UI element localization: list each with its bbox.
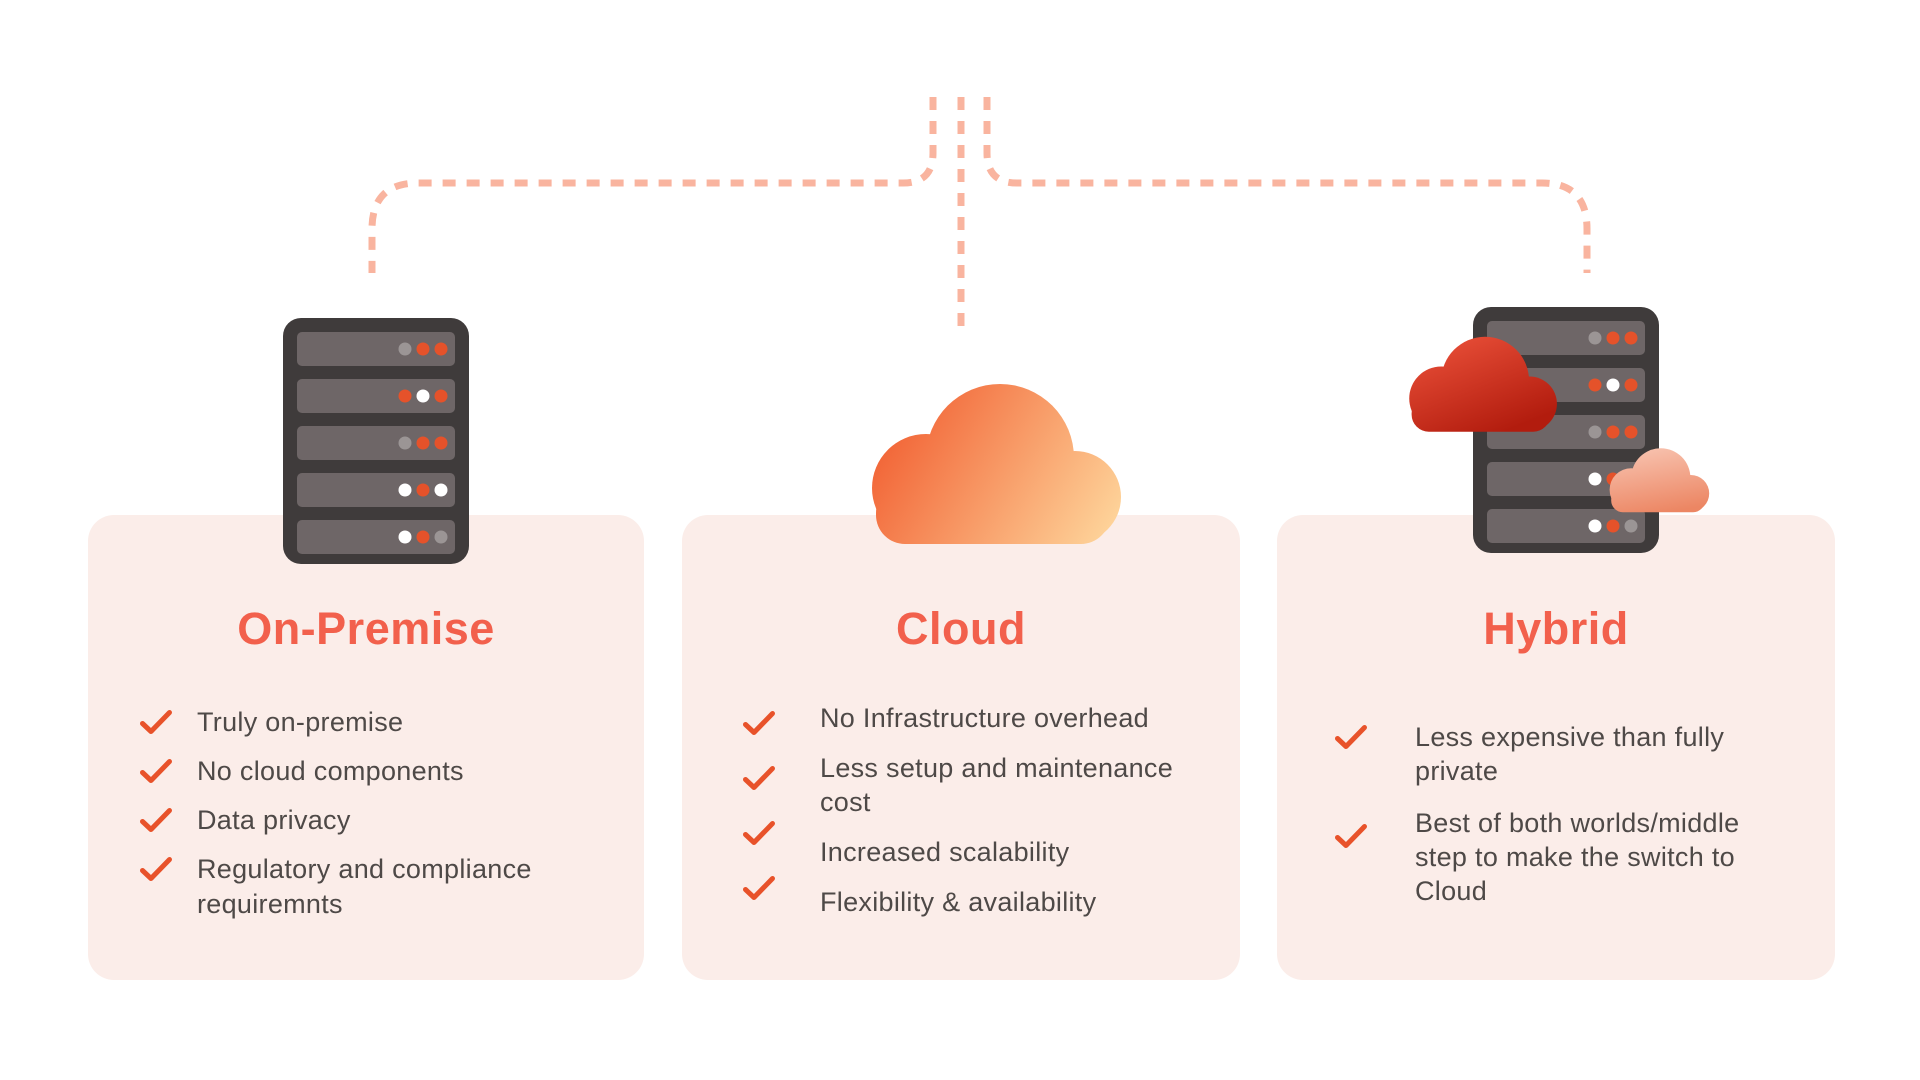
- small-cloud-icon: [1609, 448, 1710, 513]
- list-item: Data privacy: [140, 803, 547, 838]
- check-icon: [743, 711, 775, 735]
- server-icon: [283, 318, 469, 564]
- card-on-premise: On-Premise Truly on-premise No cloud com…: [88, 515, 644, 980]
- check-icon: [140, 710, 172, 734]
- list-item-label: Best of both worlds/middle step to make …: [1415, 808, 1740, 906]
- card-cloud: Cloud No Infrastructure overhead Less se…: [682, 515, 1240, 980]
- list-item-label: Regulatory and compliance requiremnts: [197, 854, 532, 919]
- red-cloud-icon: [1409, 336, 1557, 432]
- connector-left-branch: [368, 97, 937, 273]
- list-item: No cloud components: [140, 754, 547, 789]
- check-icon: [140, 857, 172, 881]
- list-item-label: Increased scalability: [820, 837, 1070, 867]
- list-item-label: Flexibility & availability: [820, 887, 1097, 917]
- list-item: Truly on-premise: [140, 705, 547, 740]
- list-item-label: Data privacy: [197, 805, 351, 835]
- list-item: Less expensive than fully private: [1335, 720, 1775, 788]
- list-item: Regulatory and compliance requiremnts: [140, 852, 547, 922]
- card-title-hybrid: Hybrid: [1483, 603, 1629, 654]
- cloud-feature-list: No Infrastructure overhead Less setup an…: [820, 701, 1210, 919]
- check-icon: [1335, 725, 1367, 749]
- list-item-label: Less setup and maintenance cost: [820, 753, 1174, 817]
- connector-right-branch: [983, 97, 1591, 273]
- cloud-icon: [872, 384, 1121, 544]
- check-icon: [743, 876, 775, 900]
- check-icon: [1335, 824, 1367, 848]
- list-item-label: No cloud components: [197, 756, 464, 786]
- hybrid-feature-list: Less expensive than fully private Best o…: [1335, 720, 1775, 908]
- card-title-cloud: Cloud: [896, 603, 1026, 654]
- list-item-label: No Infrastructure overhead: [820, 703, 1149, 733]
- list-item: Best of both worlds/middle step to make …: [1335, 806, 1775, 908]
- list-item-label: Less expensive than fully private: [1415, 722, 1725, 786]
- card-hybrid: Hybrid Less expensive than fully private…: [1277, 515, 1835, 980]
- check-icon: [743, 766, 775, 790]
- list-item-label: Truly on-premise: [197, 707, 404, 737]
- check-icon: [140, 808, 172, 832]
- check-icon: [743, 821, 775, 845]
- cloud-check-column: [743, 706, 775, 900]
- card-title-on-premise: On-Premise: [237, 603, 495, 654]
- check-icon: [140, 759, 172, 783]
- on-premise-feature-list: Truly on-premise No cloud components Dat…: [140, 705, 547, 922]
